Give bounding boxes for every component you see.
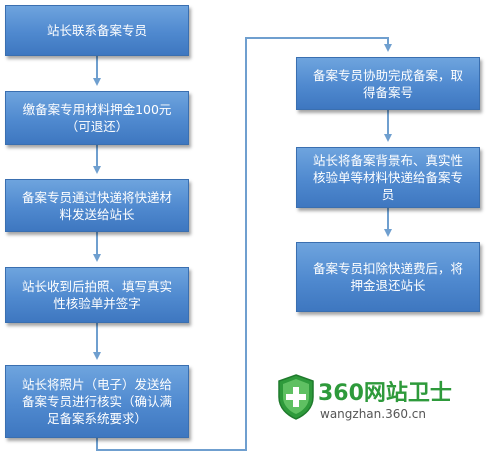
flow-step-2-text: 缴备案专用材料押金100元（可退还）: [22, 102, 172, 134]
flow-step-8: 备案专员扣除快递费后，将押金退还站长: [296, 242, 480, 312]
shield-plus-icon: [278, 374, 314, 420]
flow-step-1: 站长联系备案专员: [5, 5, 189, 56]
logo-url: wangzhan.360.cn: [320, 407, 426, 421]
flow-step-4-text: 站长收到后拍照、填写真实性核验单并签字: [21, 279, 172, 311]
flow-step-7-text: 站长将备案背景布、真实性核验单等材料快递给备案专员: [312, 153, 463, 202]
flow-step-6: 备案专员协助完成备案，取得备案号: [296, 57, 480, 110]
arrow-step5-step6: [96, 37, 392, 451]
flow-step-4: 站长收到后拍照、填写真实性核验单并签字: [5, 267, 189, 323]
flow-step-3: 备案专员通过快递将快递材料发送给站长: [5, 179, 189, 232]
flow-step-2: 缴备案专用材料押金100元（可退还）: [5, 91, 189, 145]
flow-step-3-text: 备案专员通过快递将快递材料发送给站长: [21, 189, 172, 222]
logo-name: 360网站卫士: [318, 381, 452, 406]
flow-step-6-text: 备案专员协助完成备案，取得备案号: [312, 67, 463, 100]
flow-step-1-text: 站长联系备案专员: [46, 23, 147, 38]
flow-step-7: 站长将备案背景布、真实性核验单等材料快递给备案专员: [296, 147, 480, 208]
flow-step-8-text: 备案专员扣除快递费后，将押金退还站长: [312, 261, 463, 293]
brand-logo: 360网站卫士 wangzhan.360.cn: [276, 371, 466, 433]
flow-step-5-text: 站长将照片（电子）发送给备案专员进行核实（确认满足备案系统要求）: [21, 377, 172, 426]
flow-step-5: 站长将照片（电子）发送给备案专员进行核实（确认满足备案系统要求）: [5, 365, 189, 438]
